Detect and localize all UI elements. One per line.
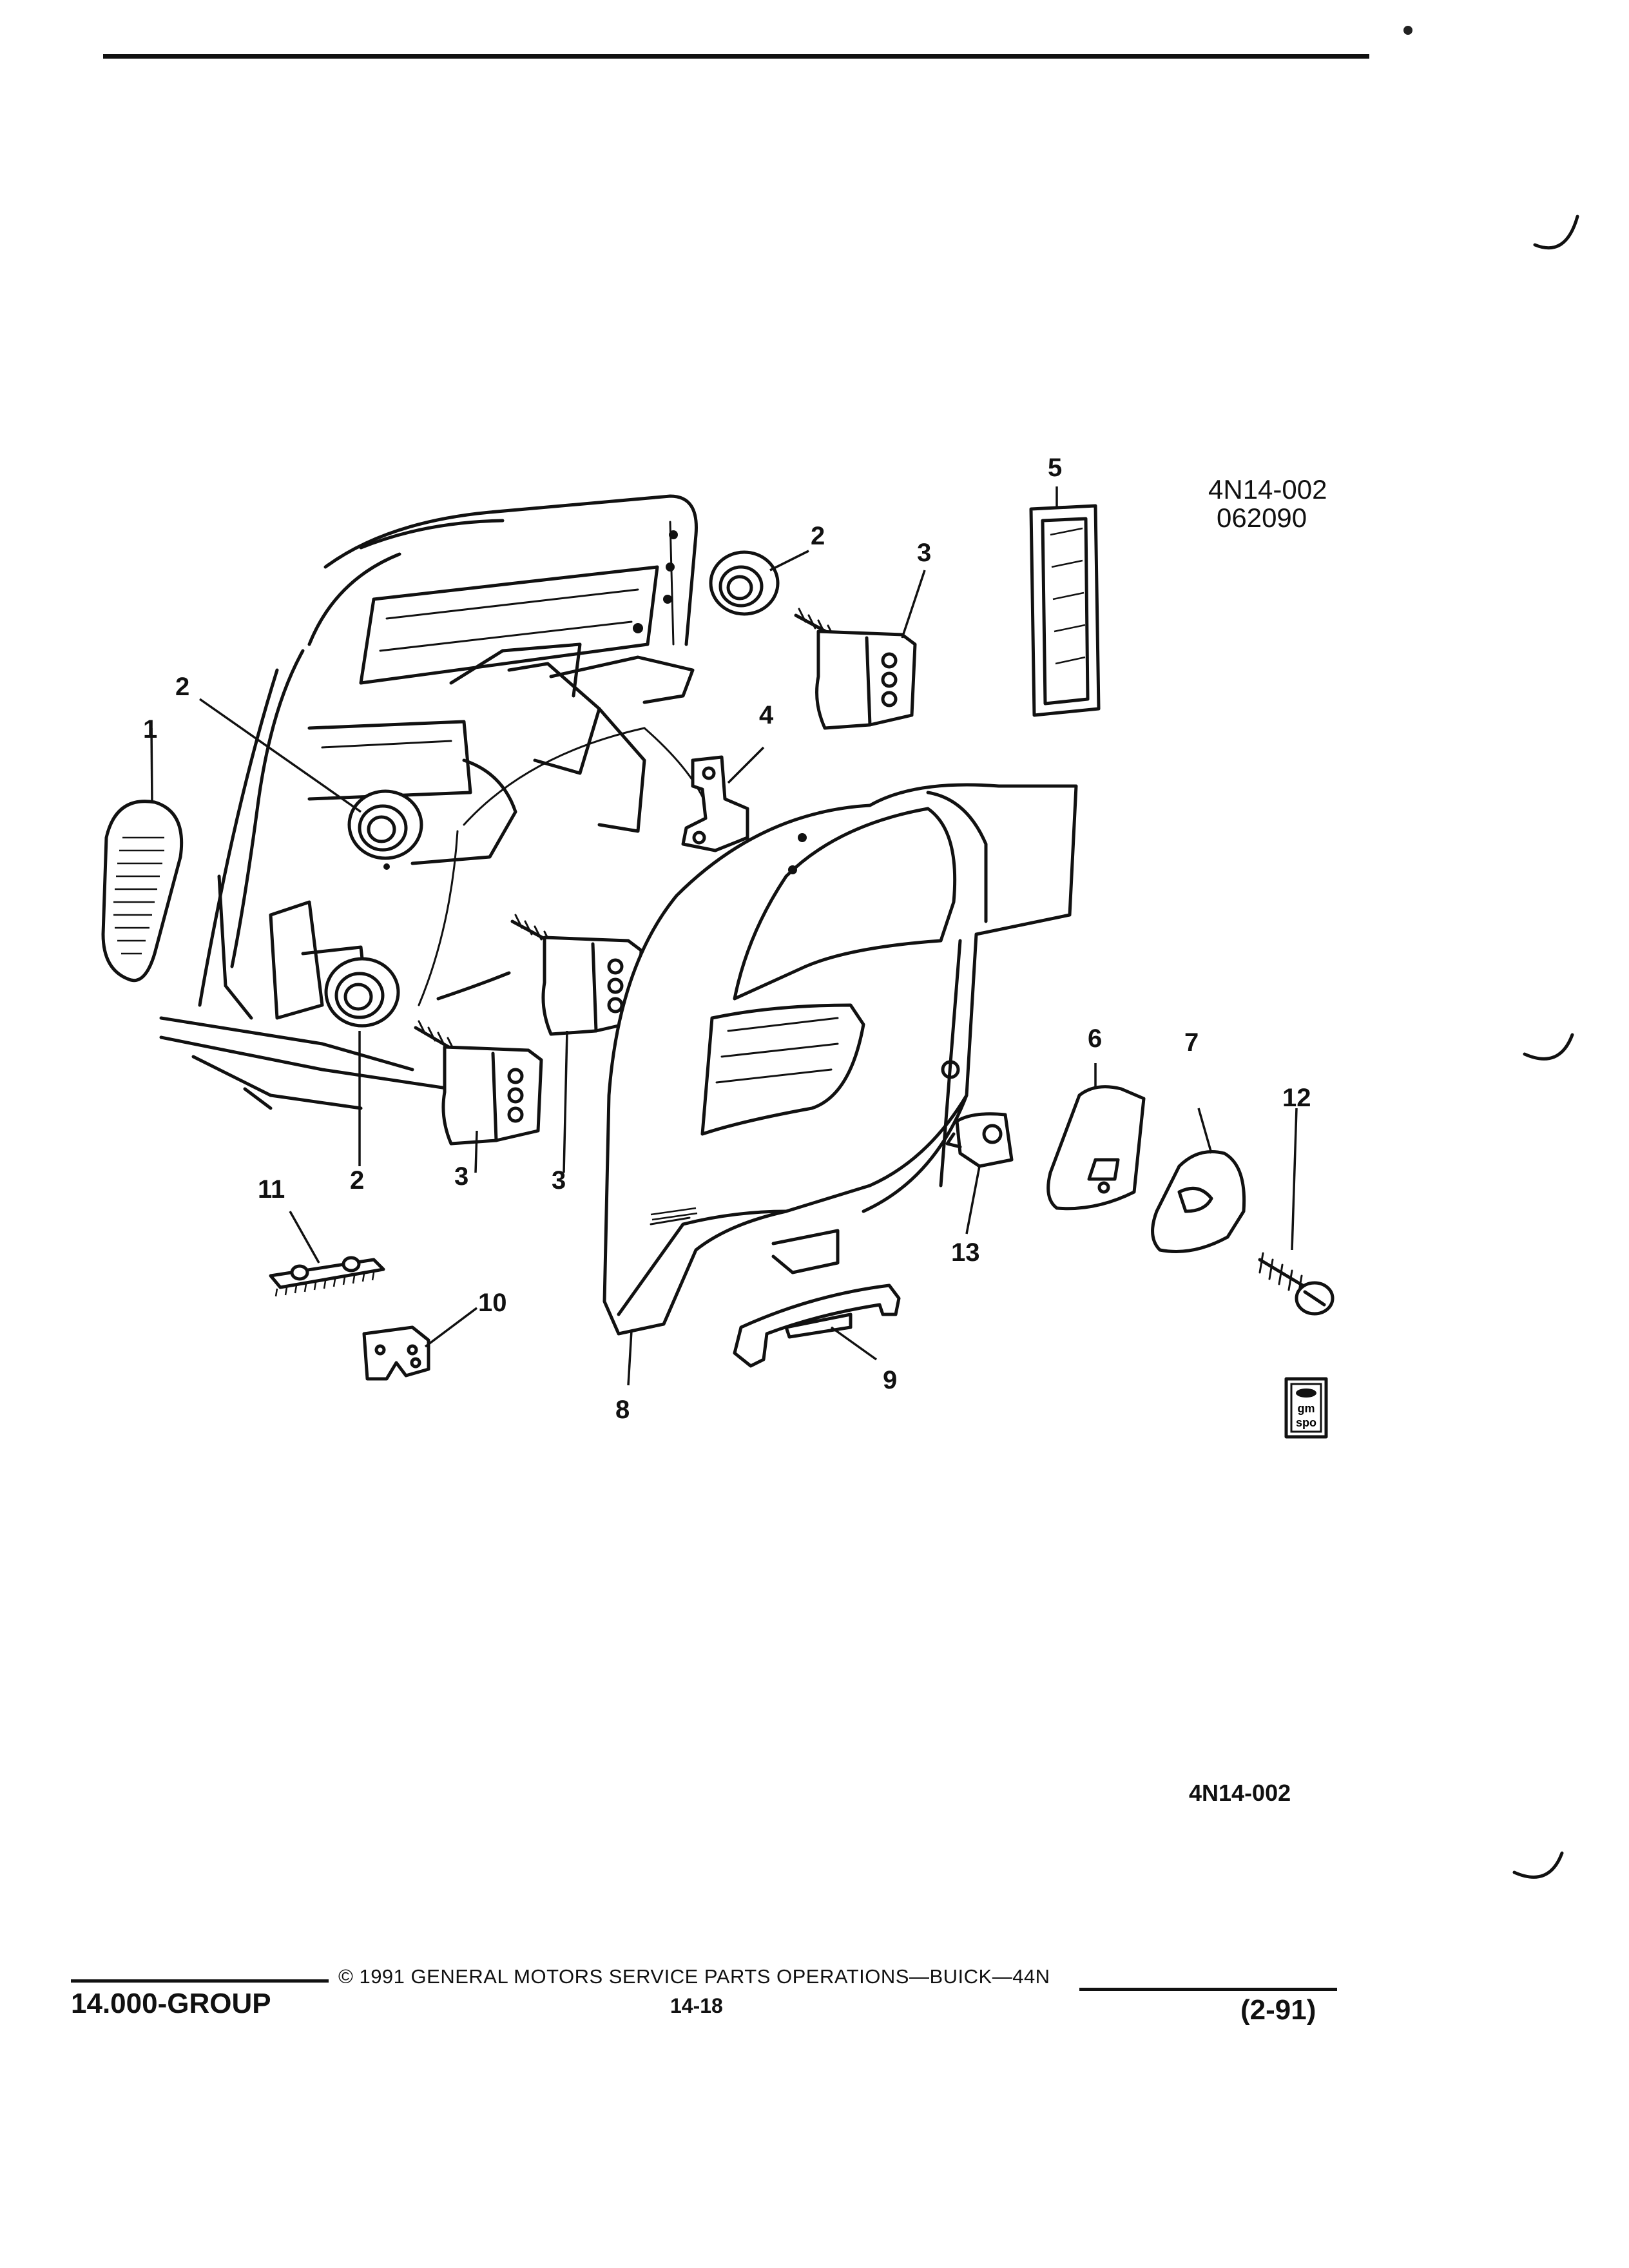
part-10-clip	[362, 1325, 430, 1381]
footer-page-number: 14-18	[670, 1994, 723, 2017]
callout-3-lower-left: 3	[454, 1162, 469, 1191]
callout-7: 7	[1184, 1028, 1199, 1057]
callout-2-lower: 2	[350, 1166, 365, 1195]
figure-code-bottom: 4N14-002	[1189, 1780, 1291, 1806]
callout-2-middle: 2	[175, 673, 190, 701]
footer-rule-right	[1079, 1988, 1337, 1991]
footer-copyright: © 1991 GENERAL MOTORS SERVICE PARTS OPER…	[338, 1965, 1050, 1988]
part-9-handle	[733, 1283, 901, 1368]
callout-3-middle: 3	[552, 1166, 566, 1195]
callout-4: 4	[759, 701, 774, 729]
top-rule	[103, 54, 1369, 59]
callout-12: 12	[1282, 1084, 1311, 1112]
part-2-grommet-upper	[709, 550, 780, 616]
callout-8: 8	[615, 1396, 630, 1424]
part-3-retainer-upper-right	[794, 608, 917, 730]
callout-11: 11	[258, 1175, 285, 1204]
footer-group: 14.000-GROUP	[71, 1988, 271, 2019]
callout-13: 13	[951, 1238, 980, 1267]
part-11-fastener-strip	[269, 1256, 385, 1297]
part-2-grommet-lower	[324, 957, 400, 1028]
part-7-cap	[1151, 1150, 1246, 1253]
part-8-quarter-trim-panel	[602, 783, 1078, 1336]
part-12-screw	[1258, 1252, 1335, 1316]
svg-text:spo: spo	[1296, 1416, 1316, 1429]
callout-10: 10	[478, 1289, 507, 1317]
callout-2-upper: 2	[811, 522, 825, 550]
part-6-cover	[1046, 1085, 1146, 1211]
callout-3-upper: 3	[917, 539, 932, 567]
callout-leaders	[150, 486, 1298, 1386]
svg-text:gm: gm	[1298, 1402, 1315, 1415]
figure-date-code: 062090	[1217, 503, 1307, 533]
part-13-clip	[945, 1112, 1014, 1168]
part-4-bracket	[681, 755, 749, 852]
part-2-grommet-middle	[347, 789, 423, 860]
callout-9: 9	[883, 1366, 898, 1394]
figure-code-top: 4N14-002	[1208, 474, 1327, 505]
gm-spo-logo: gm spo	[1284, 1377, 1328, 1439]
punch-mark	[1403, 26, 1412, 35]
part-1-vent-grille	[101, 800, 184, 982]
callout-5: 5	[1048, 454, 1063, 482]
part-5-trim-insert	[1029, 504, 1101, 717]
footer-rule-left	[71, 1979, 329, 1983]
callout-6: 6	[1088, 1024, 1103, 1053]
body-quarter-structure	[159, 494, 710, 1110]
callout-1: 1	[143, 715, 158, 744]
footer-revision: (2-91)	[1240, 1994, 1316, 2026]
part-3-retainer-lower-left	[414, 1020, 543, 1146]
